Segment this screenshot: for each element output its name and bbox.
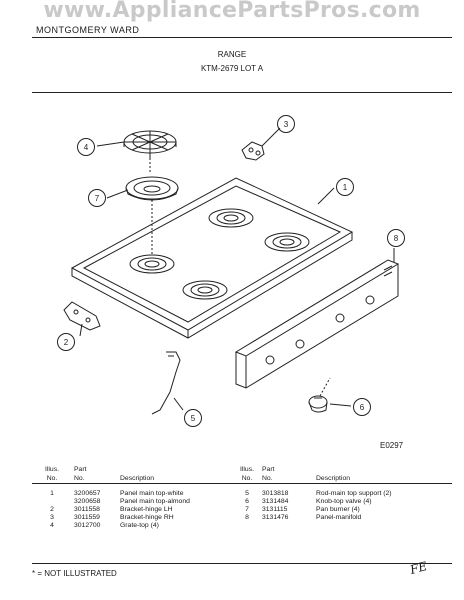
part-cell: 3200658 — [74, 498, 101, 505]
table-row: 3 3011559 Bracket-hinge RH 8 3131476 Pan… — [32, 514, 452, 522]
callout-6: 6 — [360, 403, 365, 412]
desc-cell: Pan burner (4) — [316, 506, 360, 513]
illus-cell: 4 — [50, 522, 54, 529]
grate-top — [123, 130, 177, 158]
illus-cell: 1 — [50, 490, 54, 497]
model-number: KTM-2679 LOT A — [200, 64, 264, 73]
part-cell: 3131115 — [262, 506, 288, 513]
table-row: 2 3011558 Bracket-hinge LH 7 3131115 Pan… — [32, 506, 452, 514]
panel-manifold — [234, 259, 400, 389]
desc-cell: Grate-top (4) — [120, 522, 159, 529]
watermark: www.AppliancePartsPros.com — [43, 0, 421, 23]
footnote: * = NOT ILLUSTRATED — [32, 569, 117, 578]
table-row: 3200658 Panel main top-almond 6 3131484 … — [32, 498, 452, 506]
part-cell: 3013818 — [262, 490, 289, 497]
callout-1: 1 — [343, 183, 348, 192]
part-cell: 3011559 — [74, 514, 100, 521]
part-cell: 3012700 — [74, 522, 101, 529]
part-cell: 3200657 — [74, 490, 101, 497]
page-title: RANGE — [217, 50, 247, 59]
desc-cell: Bracket-hinge LH — [120, 506, 173, 513]
main-top-panel — [70, 177, 354, 339]
header-rule — [32, 37, 452, 38]
table-row: 1 3200657 Panel main top-white 5 3013818… — [32, 484, 452, 499]
illus-cell: 3 — [50, 514, 54, 521]
pan-burner — [125, 176, 179, 201]
illus-cell: 8 — [245, 514, 249, 521]
diagram-code: E0297 — [380, 441, 404, 450]
illus-cell: 5 — [245, 490, 249, 497]
knob-top-valve — [308, 395, 328, 413]
bracket-hinge-lh — [63, 301, 101, 331]
illus-cell: 7 — [245, 506, 249, 513]
desc-cell: Panel-manifold — [316, 514, 362, 521]
bracket-hinge-rh — [241, 141, 265, 161]
callout-3: 3 — [284, 120, 289, 129]
illus-cell — [32, 498, 72, 506]
desc-cell: Rod-main top support (2) — [316, 490, 392, 497]
rod-support — [151, 351, 181, 415]
exploded-parts-diagram: 1 2 3 4 5 6 7 8 — [57, 115, 405, 427]
desc-cell: Panel main top-white — [120, 490, 184, 497]
col-desc-2: Description — [314, 461, 452, 484]
part-cell: 3131484 — [262, 498, 289, 505]
footer-rule — [32, 563, 452, 564]
callout-4: 4 — [84, 143, 89, 152]
col-illus: Illus.No. — [32, 461, 72, 484]
table-row: 4 3012700 Grate-top (4) — [32, 522, 452, 530]
illus-cell: 2 — [50, 506, 54, 513]
part-cell: 3011558 — [74, 506, 100, 513]
desc-cell: Panel main top-almond — [120, 498, 190, 505]
brand-header: MONTGOMERY WARD — [36, 25, 140, 35]
handwritten-initials: FE — [408, 559, 429, 577]
callout-7: 7 — [95, 194, 100, 203]
part-cell: 3131476 — [262, 514, 289, 521]
section-rule — [32, 92, 452, 93]
callout-5: 5 — [191, 414, 196, 423]
col-illus-2: Illus.No. — [234, 461, 260, 484]
desc-cell: Knob-top valve (4) — [316, 498, 372, 505]
callout-8: 8 — [394, 234, 399, 243]
desc-cell: Bracket-hinge RH — [120, 514, 174, 521]
col-desc: Description — [118, 461, 234, 484]
illus-cell: 6 — [245, 498, 249, 505]
callout-2: 2 — [64, 338, 69, 347]
